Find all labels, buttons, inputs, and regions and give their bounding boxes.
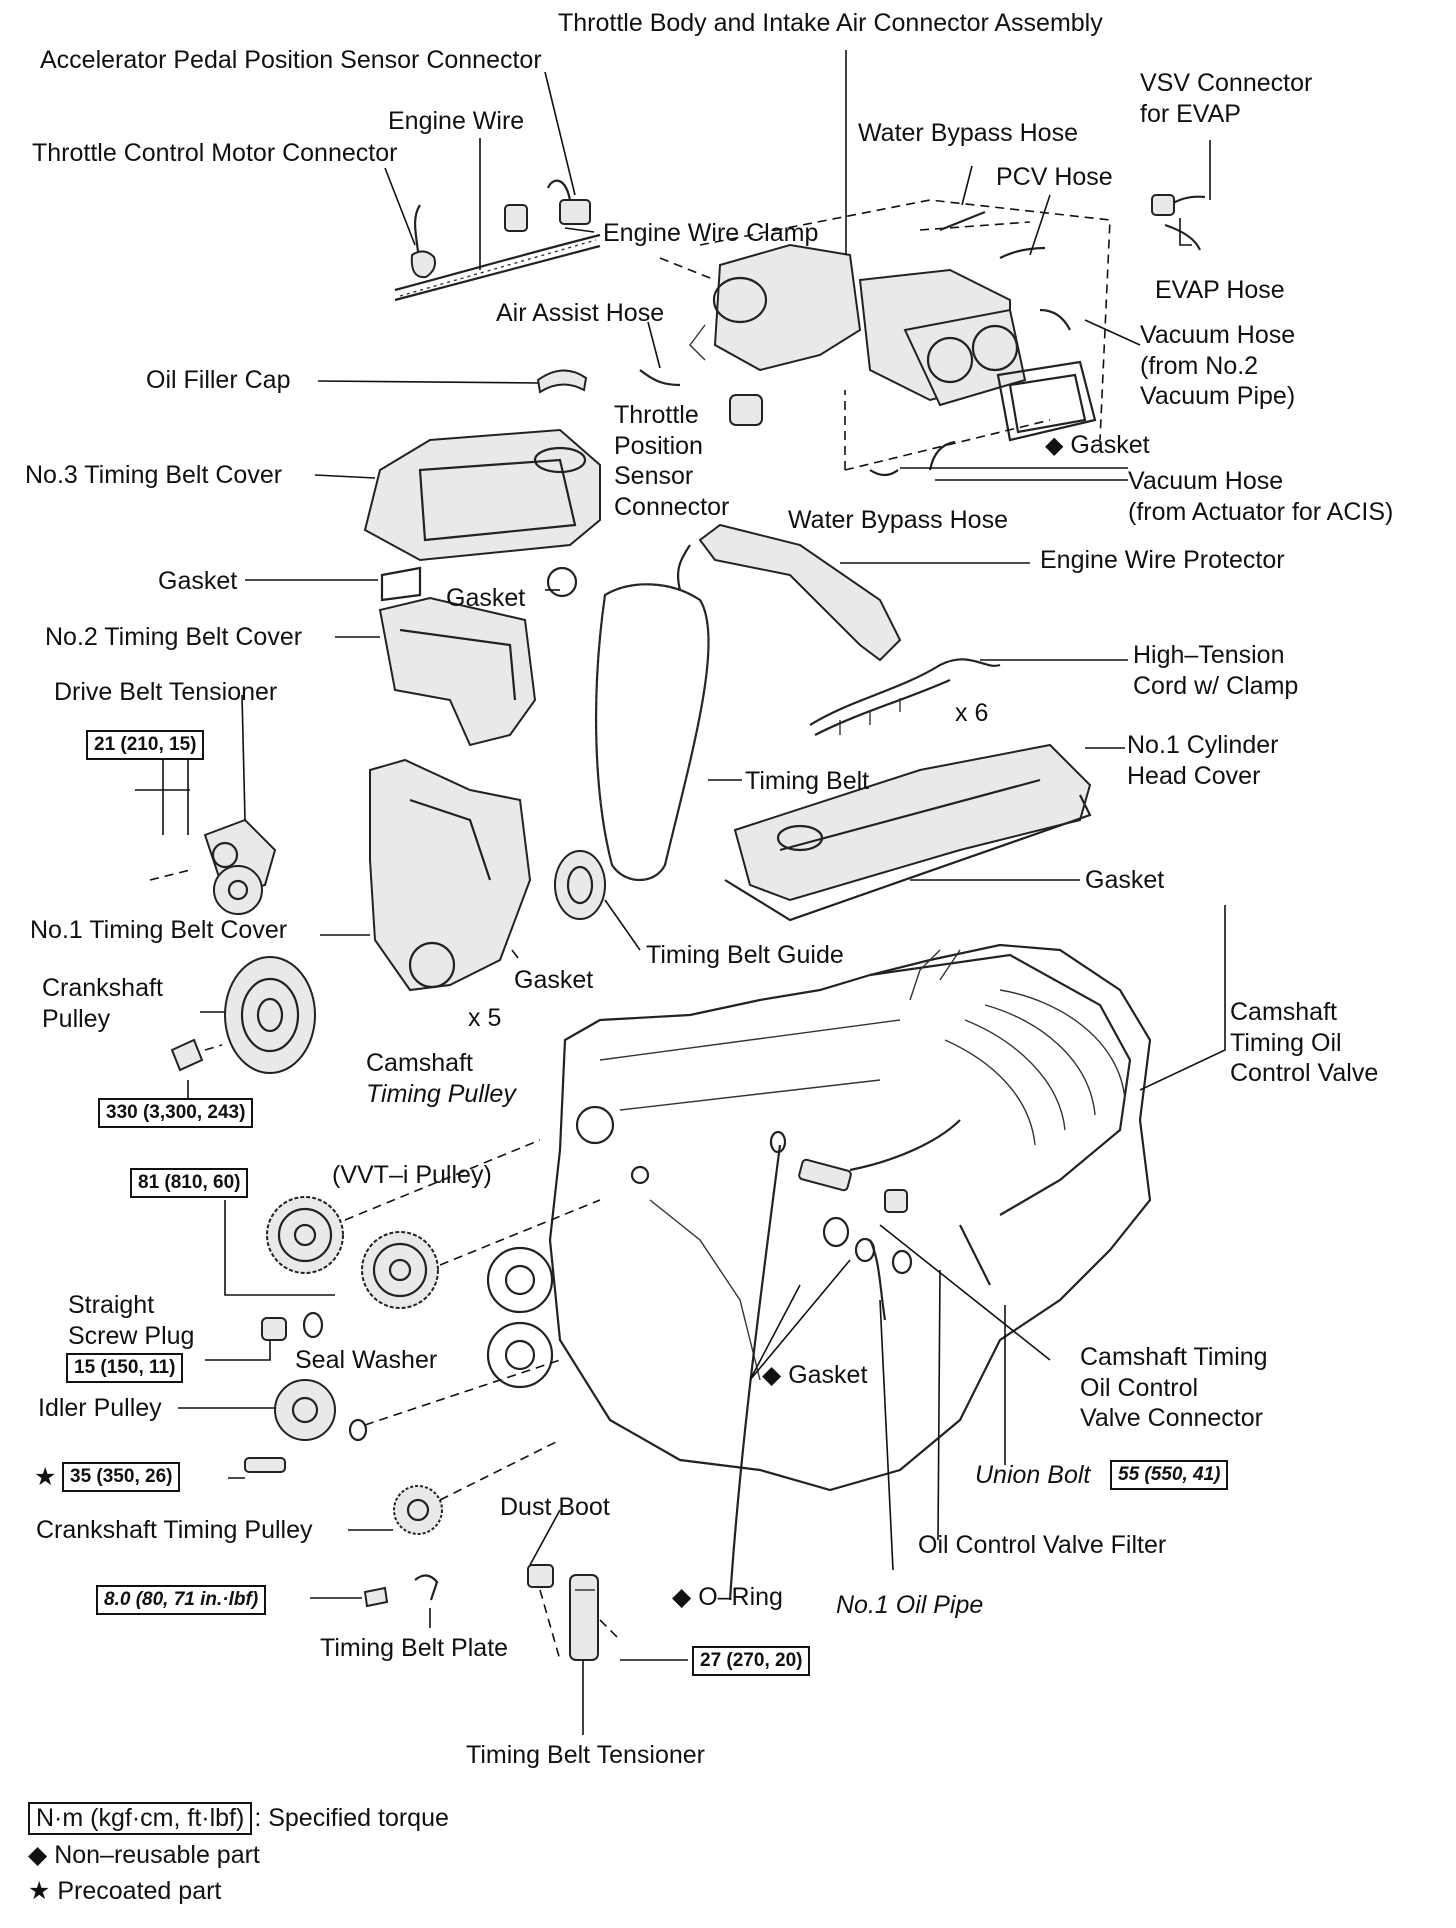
precoated-mark-idler: ★	[34, 1463, 57, 1491]
non-reusable-mark: ◆	[1045, 432, 1064, 459]
label-gasket-no1-cover: Gasket	[514, 966, 594, 994]
label-gasket-head-cover: Gasket	[1085, 866, 1165, 894]
label-idler-pulley: Idler Pulley	[38, 1394, 162, 1422]
label-no2-timing-belt-cover: No.2 Timing Belt Cover	[45, 623, 303, 651]
torque-timing-belt-plate: 8.0 (80, 71 in.·lbf)	[96, 1585, 267, 1615]
timing-belt-guide	[554, 850, 606, 920]
leader-lines	[178, 50, 1226, 1735]
non-reusable-icon: ◆	[28, 1841, 48, 1869]
label-o-ring: ◆ O–Ring	[672, 1583, 783, 1611]
label-engine-wire: Engine Wire	[388, 107, 525, 135]
precoated-icon: ★	[28, 1877, 51, 1905]
timing-belt	[594, 583, 710, 881]
camshaft-timing-pulley	[266, 1196, 344, 1274]
label-timing-belt: Timing Belt	[745, 767, 870, 795]
label-engine-wire-clamp: Engine Wire Clamp	[603, 219, 819, 247]
label-gasket-intake: ◆ Gasket	[1045, 431, 1150, 459]
timing-belt-tensioner	[527, 1564, 599, 1661]
no3-timing-belt-cover	[363, 428, 601, 562]
vvti-pulley	[361, 1231, 439, 1309]
label-no1-timing-belt-cover: No.1 Timing Belt Cover	[30, 916, 288, 944]
label-timing-belt-plate: Timing Belt Plate	[320, 1634, 509, 1662]
legend-torque: N·m (kgf·cm, ft·lbf): Specified torque	[28, 1802, 449, 1835]
drive-belt-tensioner	[203, 818, 277, 915]
no1-timing-belt-cover	[369, 758, 532, 992]
idler-pulley	[244, 1379, 368, 1473]
torque-drive-belt-tensioner: 21 (210, 15)	[86, 730, 205, 760]
engine-block	[486, 943, 1152, 1492]
torque-camshaft-pulley: 81 (810, 60)	[130, 1168, 249, 1198]
label-oil-control-valve-filter: Oil Control Valve Filter	[918, 1531, 1167, 1559]
label-x6: x 6	[955, 699, 989, 727]
torque-idler-pulley: 35 (350, 26)	[62, 1462, 181, 1492]
label-oil-filler-cap: Oil Filler Cap	[146, 366, 291, 394]
non-reusable-mark: ◆	[672, 1583, 692, 1611]
label-engine-wire-protector: Engine Wire Protector	[1040, 546, 1285, 574]
crankshaft-timing-pulley	[393, 1485, 443, 1535]
label-timing-belt-tensioner: Timing Belt Tensioner	[466, 1741, 706, 1769]
label-vvti-pulley: (VVT–i Pulley)	[332, 1161, 492, 1189]
label-throttle-control-motor-connector: Throttle Control Motor Connector	[32, 139, 398, 167]
legend-unit-desc: : Specified torque	[254, 1804, 449, 1832]
label-vacuum-hose-acis: Vacuum Hose(from Actuator for ACIS)	[1128, 467, 1394, 526]
no2-timing-belt-cover	[378, 596, 537, 747]
label-dust-boot: Dust Boot	[500, 1493, 610, 1521]
label-air-assist-hose: Air Assist Hose	[496, 299, 665, 327]
label-x5: x 5	[468, 1004, 502, 1032]
label-water-bypass-hose-top: Water Bypass Hose	[858, 119, 1078, 147]
label-seal-washer: Seal Washer	[295, 1346, 438, 1374]
non-reusable-mark: ◆	[762, 1361, 782, 1389]
no1-cylinder-head-cover	[733, 743, 1092, 902]
label-water-bypass-hose-mid: Water Bypass Hose	[788, 506, 1008, 534]
label-pcv-hose: PCV Hose	[996, 163, 1113, 191]
label-accel-pedal-connector: Accelerator Pedal Position Sensor Connec…	[40, 46, 542, 74]
engine-wire-protector	[676, 523, 902, 662]
torque-union-bolt: 55 (550, 41)	[1110, 1460, 1229, 1490]
crankshaft-pulley	[170, 956, 316, 1074]
high-tension-cord	[809, 658, 1001, 736]
throttle-body-assembly	[689, 243, 1097, 442]
legend-precoated: ★ Precoated part	[28, 1877, 222, 1905]
oil-filler-cap	[536, 369, 588, 394]
torque-timing-belt-tensioner: 27 (270, 20)	[692, 1646, 811, 1676]
label-throttle-body: Throttle Body and Intake Air Connector A…	[558, 9, 1103, 37]
label-gasket-oil-cap: Gasket	[446, 584, 526, 612]
legend-non-reusable: ◆ Non–reusable part	[28, 1841, 260, 1869]
label-crankshaft-timing-pulley: Crankshaft Timing Pulley	[36, 1516, 313, 1544]
camshaft-ocv	[798, 1119, 961, 1213]
legend-unit-box: N·m (kgf·cm, ft·lbf)	[28, 1802, 253, 1835]
engine-wire-harness	[394, 179, 601, 302]
torque-crankshaft-pulley: 330 (3,300, 243)	[98, 1098, 254, 1128]
label-no3-timing-belt-cover: No.3 Timing Belt Cover	[25, 461, 283, 489]
label-drive-belt-tensioner: Drive Belt Tensioner	[54, 678, 278, 706]
label-gasket-no3: Gasket	[158, 567, 238, 595]
torque-screw-plug: 15 (150, 11)	[66, 1353, 184, 1383]
label-union-bolt: Union Bolt	[975, 1461, 1091, 1489]
label-evap-hose: EVAP Hose	[1155, 276, 1285, 304]
label-no1-oil-pipe: No.1 Oil Pipe	[836, 1591, 984, 1619]
label-gasket-oil-pipe: ◆ Gasket	[762, 1361, 868, 1389]
label-timing-belt-guide: Timing Belt Guide	[646, 941, 844, 969]
